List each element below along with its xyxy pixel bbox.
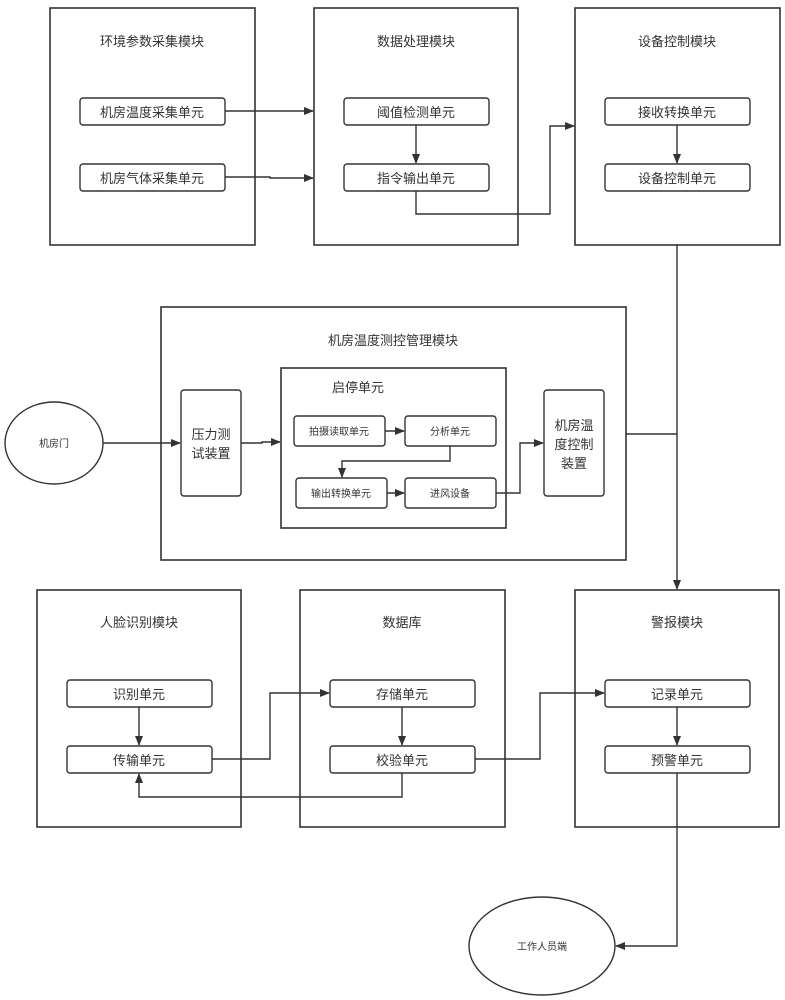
db-module-title: 数据库	[382, 615, 421, 631]
edge-gas-to-proc	[225, 174, 314, 182]
output-convert-unit-label: 输出转换单元	[311, 487, 371, 500]
door-label: 机房门	[39, 437, 69, 450]
edge-analysis-to-output	[338, 446, 451, 478]
env-module: 环境参数采集模块 机房温度采集单元 机房气体采集单元	[49, 7, 256, 246]
temp-control-label-2: 度控制	[554, 437, 593, 453]
analysis-unit-label: 分析单元	[430, 425, 470, 438]
verification-unit-label: 校验单元	[376, 753, 428, 769]
gas-collect-unit-label: 机房气体采集单元	[100, 171, 204, 187]
pressure-test-label-1: 压力测	[191, 428, 230, 443]
device-control-unit-label: 设备控制单元	[638, 171, 716, 187]
capture-read-unit-label: 拍摄读取单元	[309, 425, 369, 438]
command-output-unit-label: 指令输出单元	[377, 171, 455, 187]
transmission-unit-label: 传输单元	[113, 753, 165, 769]
device-control-unit[interactable]	[604, 163, 751, 192]
face-module-title: 人脸识别模块	[100, 616, 178, 631]
air-inlet-device-label: 进风设备	[430, 487, 470, 500]
temp-control-label-3: 装置	[561, 457, 587, 472]
start-stop-unit-title: 启停单元	[332, 380, 384, 396]
temp-module-title: 机房温度测控管理模块	[328, 333, 458, 349]
record-unit-label: 记录单元	[651, 688, 703, 703]
alarm-module-title: 警报模块	[651, 615, 703, 631]
threshold-unit-label: 阈值检测单元	[377, 105, 455, 121]
staff-terminal[interactable]: 工作人员端	[468, 896, 616, 996]
dev-module-title: 设备控制模块	[638, 34, 716, 50]
storage-unit-label: 存储单元	[376, 688, 428, 703]
pressure-test-device[interactable]	[180, 389, 242, 497]
staff-label: 工作人员端	[517, 940, 567, 953]
door-terminal[interactable]: 机房门	[4, 401, 104, 485]
edge-verification-to-record	[475, 689, 605, 760]
env-module-title: 环境参数采集模块	[100, 34, 204, 50]
temp-control-label-1: 机房温	[554, 418, 593, 434]
edge-transmission-to-storage	[212, 689, 330, 760]
pressure-test-label-2: 试装置	[191, 447, 230, 462]
edge-pressure-to-startstop	[241, 438, 281, 446]
temp-collect-unit-label: 机房温度采集单元	[100, 105, 204, 121]
proc-module-title: 数据处理模块	[377, 35, 455, 50]
receive-convert-unit-label: 接收转换单元	[638, 105, 716, 121]
recognition-unit-label: 识别单元	[113, 688, 165, 703]
warning-unit-label: 预警单元	[651, 753, 703, 769]
edge-warning-to-staff	[615, 773, 678, 950]
edge-inlet-to-control	[496, 439, 544, 494]
edge-proc-to-dev	[415, 122, 575, 215]
temp-control-device[interactable]	[543, 389, 605, 497]
temp-module: 机房温度测控管理模块 压力测 试装置 启停单元 拍摄读取单元 分析单元 输出转换…	[160, 306, 627, 561]
edge-verification-to-transmission	[135, 773, 403, 798]
